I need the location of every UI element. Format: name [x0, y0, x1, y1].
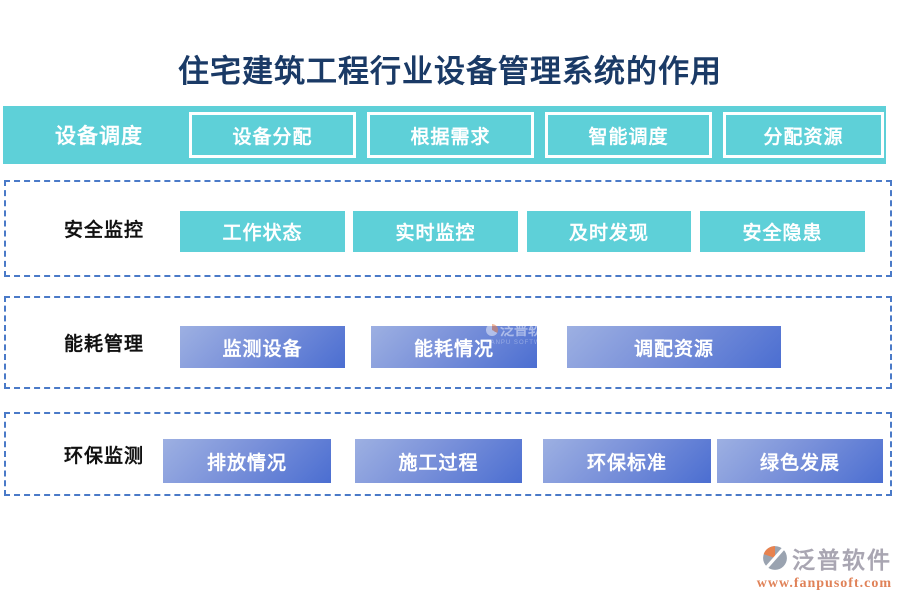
fanpu-website-url: www.fanpusoft.com	[756, 576, 892, 591]
item-emission-status: 排放情况	[163, 439, 331, 483]
item-according-to-demand: 根据需求	[367, 112, 534, 158]
item-allocate-resources: 分配资源	[723, 112, 884, 158]
item-realtime-monitoring: 实时监控	[353, 211, 518, 252]
item-equipment-allocation: 设备分配	[189, 112, 356, 158]
item-working-status: 工作状态	[180, 211, 345, 252]
item-timely-discovery: 及时发现	[527, 211, 691, 252]
section-label-energy-management: 能耗管理	[63, 334, 144, 355]
section-equipment-scheduling: 设备调度 设备分配 根据需求 智能调度 分配资源	[3, 106, 886, 164]
item-construction-process: 施工过程	[355, 439, 522, 483]
item-environmental-standards: 环保标准	[543, 439, 711, 483]
page-title: 住宅建筑工程行业设备管理系统的作用	[178, 54, 722, 89]
item-monitor-equipment: 监测设备	[180, 326, 345, 368]
fanpu-logo-icon	[763, 546, 787, 570]
item-safety-hazards: 安全隐患	[700, 211, 865, 252]
section-label-equipment-scheduling: 设备调度	[55, 125, 143, 148]
section-safety-monitoring: 安全监控 工作状态 实时监控 及时发现 安全隐患	[4, 180, 892, 277]
item-green-development: 绿色发展	[717, 439, 883, 483]
section-label-environmental-monitoring: 环保监测	[63, 445, 144, 467]
section-energy-management: 能耗管理 监测设备 能耗情况 调配资源	[4, 296, 892, 389]
item-deploy-resources: 调配资源	[567, 326, 781, 368]
fanpu-brand-name: 泛普软件	[792, 547, 892, 573]
section-label-safety-monitoring: 安全监控	[63, 220, 144, 241]
item-smart-scheduling: 智能调度	[545, 112, 712, 158]
fanpu-logo: 泛普软件 www.fanpusoft.com	[757, 541, 892, 592]
section-environmental-monitoring: 环保监测 排放情况 施工过程 环保标准 绿色发展	[4, 412, 892, 496]
item-energy-consumption-status: 能耗情况	[371, 326, 537, 368]
